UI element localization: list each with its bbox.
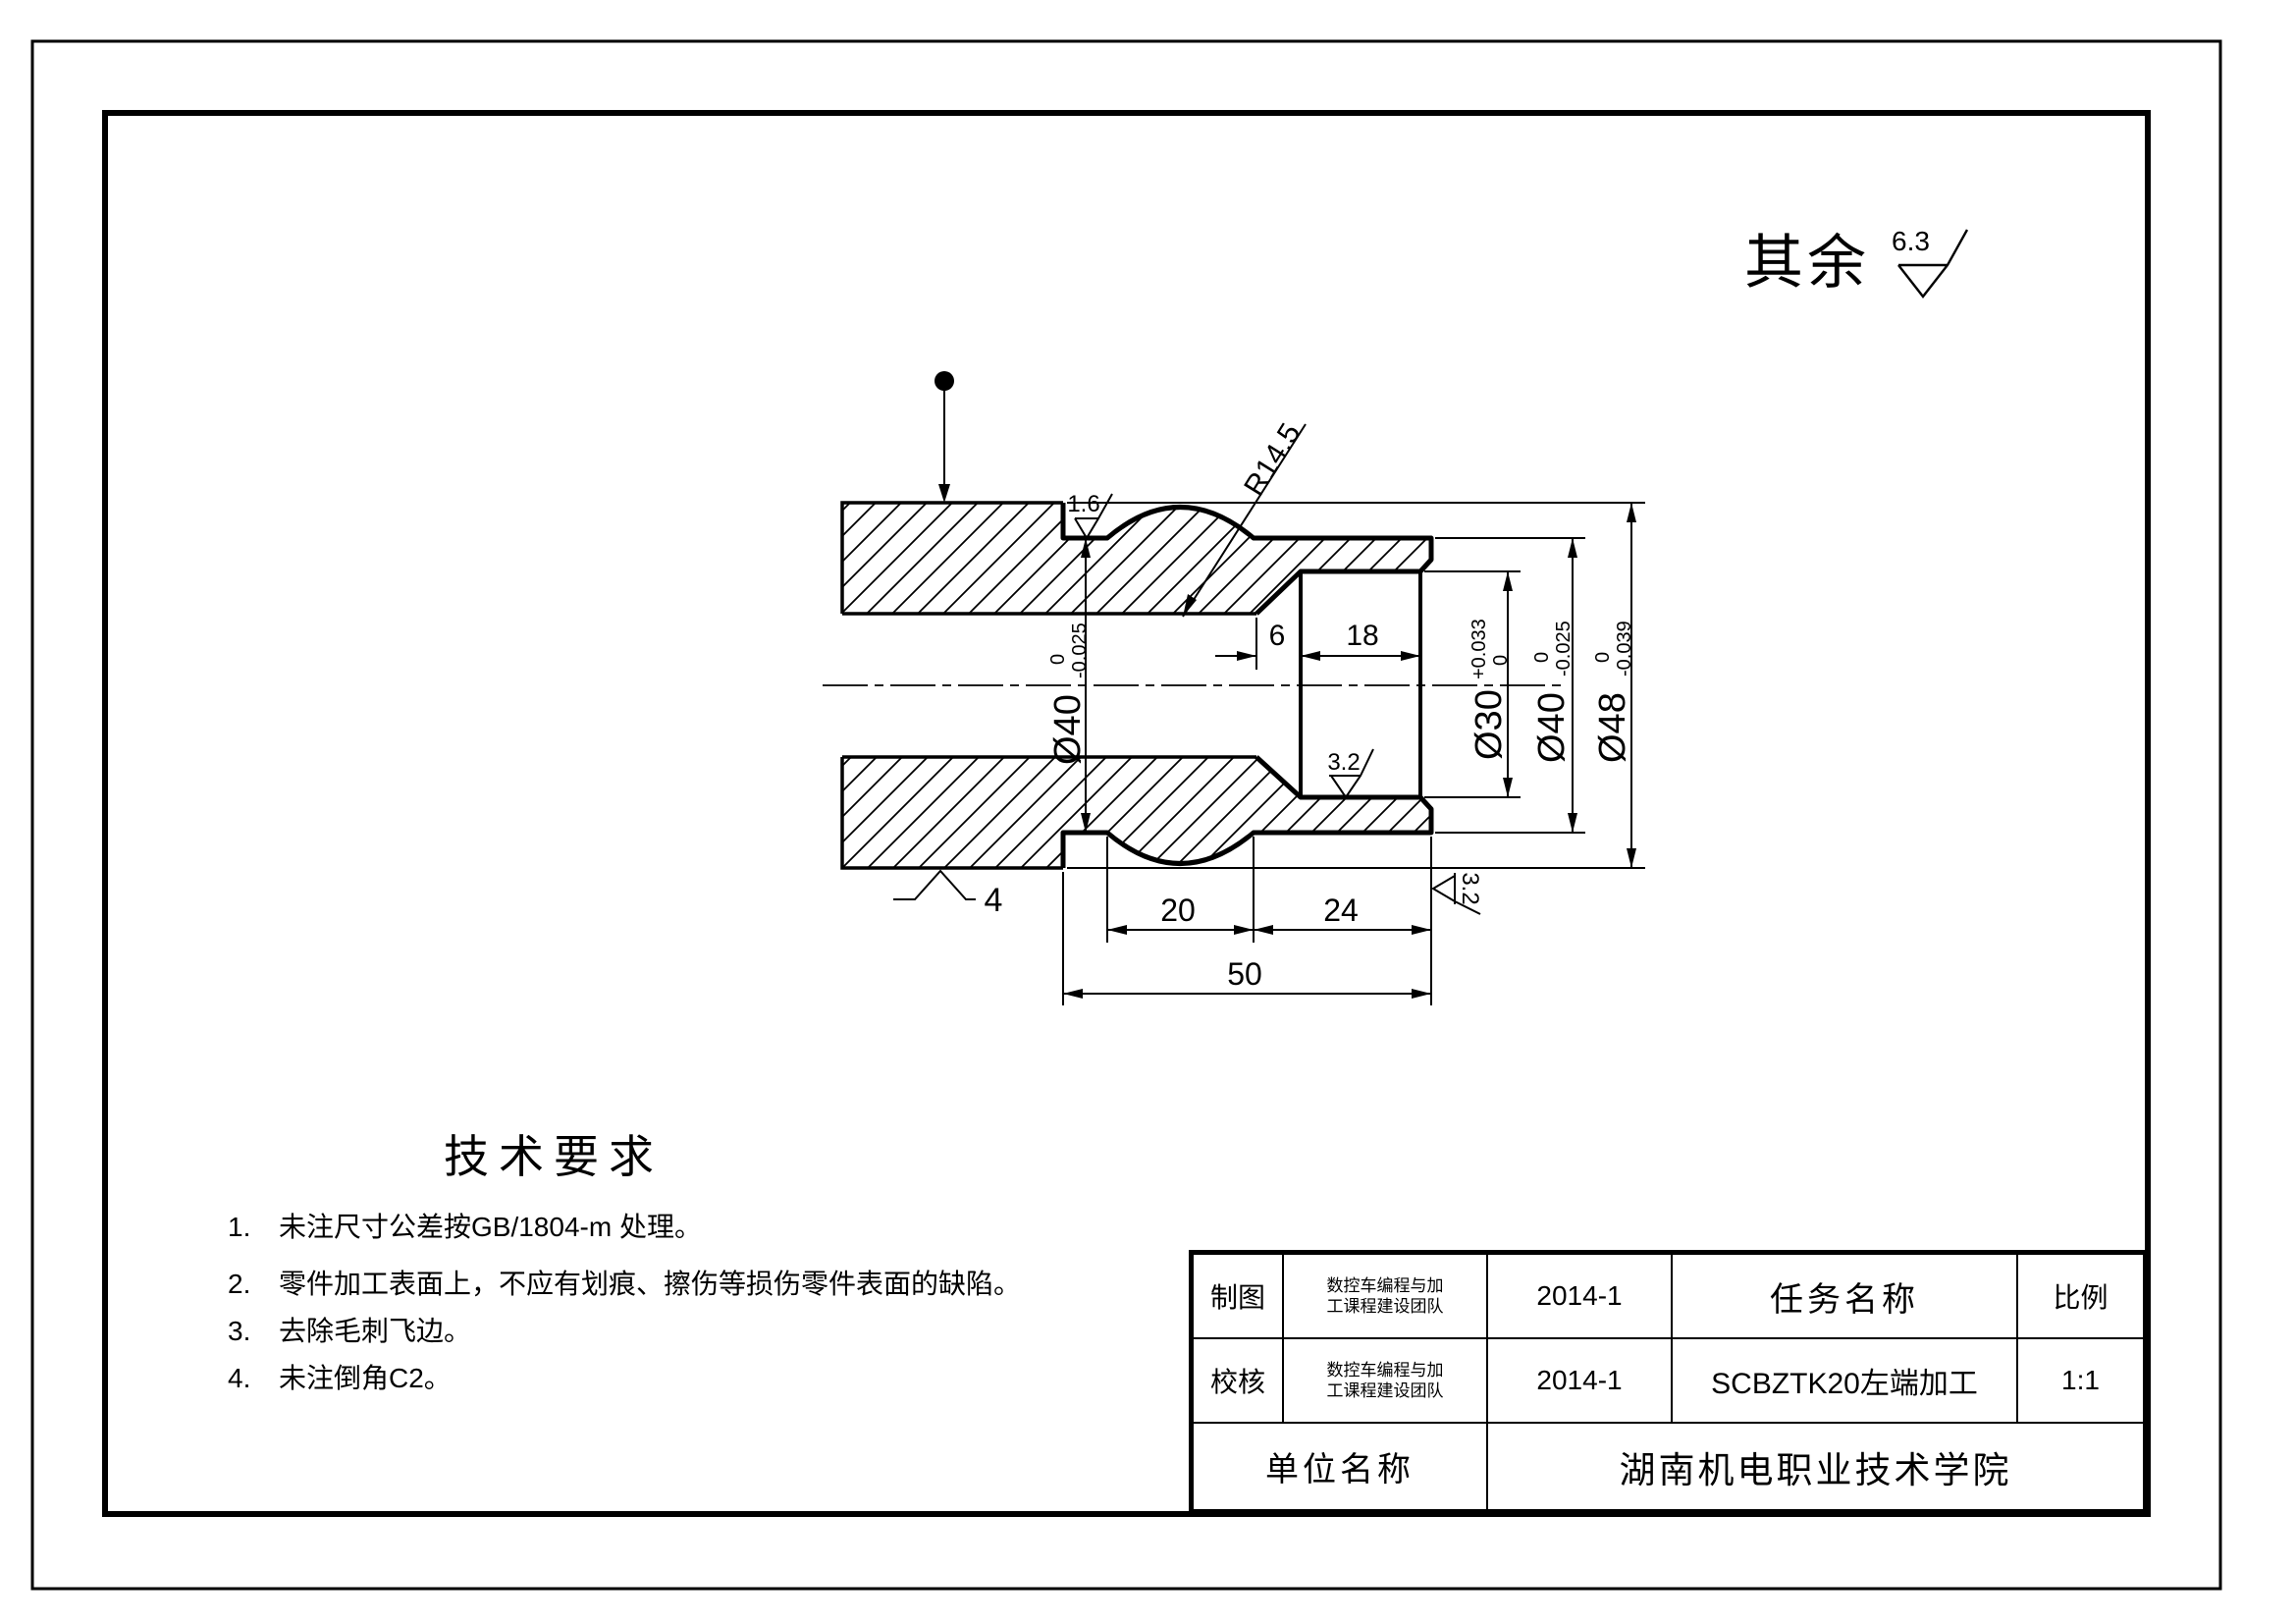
unit-name-label: 单位名称	[1194, 1424, 1488, 1509]
part-section	[823, 501, 1563, 870]
dia40-right-label: Ø40 0 -0.025	[1531, 621, 1575, 763]
svg-text:0: 0	[1531, 652, 1553, 663]
tech-requirement-item: 2. 零件加工表面上，不应有划痕、擦伤等损伤零件表面的缺陷。	[228, 1263, 1021, 1302]
checked-date: 2014-1	[1488, 1339, 1673, 1424]
scale-label: 比例	[2018, 1255, 2143, 1339]
drawn-by-team: 数控车编程与加工课程建设团队	[1284, 1255, 1488, 1339]
outer-border	[30, 39, 2222, 1591]
svg-text:-0.025: -0.025	[1069, 623, 1091, 678]
general-roughness-symbol	[1897, 229, 1969, 298]
dia40-left-label: Ø40 0 -0.025	[1047, 623, 1091, 765]
stock-outline	[840, 501, 1256, 870]
general-roughness-note: 其余 6.3	[1744, 228, 1930, 296]
dim-50: 50	[1227, 956, 1262, 992]
tech-requirement-item: 1. 未注尺寸公差按GB/1804-m 处理。	[228, 1206, 702, 1245]
dim-4: 4	[985, 882, 1003, 919]
arrowheads	[938, 484, 1636, 999]
item-number: 2.	[228, 1269, 251, 1299]
item-text: 去除毛刺飞边。	[279, 1316, 472, 1346]
svg-text:1.6: 1.6	[1067, 491, 1099, 517]
checked-by-team: 数控车编程与加工课程建设团队	[1284, 1339, 1488, 1424]
svg-text:Ø30: Ø30	[1468, 689, 1510, 760]
roughness-prefix: 其余	[1744, 230, 1870, 296]
unit-name-value: 湖南机电职业技术学院	[1619, 1449, 2012, 1490]
drawn-date: 2014-1	[1488, 1255, 1673, 1339]
dim-24: 24	[1323, 893, 1359, 928]
task-name-label: 任务名称	[1673, 1255, 2018, 1339]
machined-profile	[1060, 503, 1434, 868]
svg-text:-0.039: -0.039	[1614, 621, 1635, 677]
svg-text:+0.033: +0.033	[1468, 619, 1490, 679]
dimension-lines	[893, 391, 1645, 1005]
roughness-3-2-bore: 3.2	[1327, 748, 1374, 799]
tech-requirement-item: 3. 去除毛刺飞边。	[228, 1310, 471, 1349]
svg-text:3.2: 3.2	[1327, 749, 1360, 776]
svg-text:0: 0	[1490, 655, 1512, 666]
drawn-by-label: 制图	[1194, 1255, 1284, 1339]
roughness-1-6: 1.6	[1067, 491, 1113, 540]
title-block: 制图 数控车编程与加工课程建设团队 2014-1 任务名称 比例 校核 数控车编…	[1189, 1250, 2148, 1514]
datum-dot	[934, 371, 954, 391]
svg-text:Ø40: Ø40	[1531, 692, 1573, 763]
tech-requirements-title: 技术要求	[444, 1131, 664, 1182]
dim-6: 6	[1269, 620, 1286, 652]
tech-requirement-item: 4. 未注倒角C2。	[228, 1357, 452, 1396]
drawing-frame	[102, 110, 2151, 1517]
roughness-3-2-face: 3.2	[1431, 872, 1483, 915]
svg-text:-0.025: -0.025	[1553, 621, 1575, 677]
scale-value: 1:1	[2018, 1339, 2143, 1424]
svg-text:0: 0	[1047, 654, 1069, 665]
svg-text:3.2: 3.2	[1457, 872, 1483, 904]
item-text: 零件加工表面上，不应有划痕、擦伤等损伤零件表面的缺陷。	[279, 1269, 1022, 1299]
task-name-value: SCBZTK20左端加工	[1673, 1339, 2018, 1424]
radius-label: R14.5	[1238, 418, 1307, 502]
item-text: 未注倒角C2。	[279, 1363, 452, 1393]
item-number: 3.	[228, 1316, 251, 1346]
svg-text:R14.5: R14.5	[1238, 418, 1307, 502]
item-text: 未注尺寸公差按GB/1804-m 处理。	[279, 1212, 702, 1242]
dim-20: 20	[1160, 893, 1196, 928]
dia48-label: Ø48 0 -0.039	[1592, 621, 1635, 763]
checked-by-label: 校核	[1194, 1339, 1284, 1424]
dim-18: 18	[1346, 620, 1378, 652]
svg-text:Ø48: Ø48	[1592, 692, 1633, 763]
dia30-label: Ø30 +0.033 0	[1468, 619, 1512, 760]
svg-text:Ø40: Ø40	[1047, 694, 1089, 765]
dimension-text: 20 24 50 6 18 4	[985, 620, 1379, 992]
item-number: 1.	[228, 1212, 251, 1242]
svg-text:0: 0	[1592, 652, 1614, 663]
item-number: 4.	[228, 1363, 251, 1393]
roughness-value: 6.3	[1892, 226, 1930, 256]
